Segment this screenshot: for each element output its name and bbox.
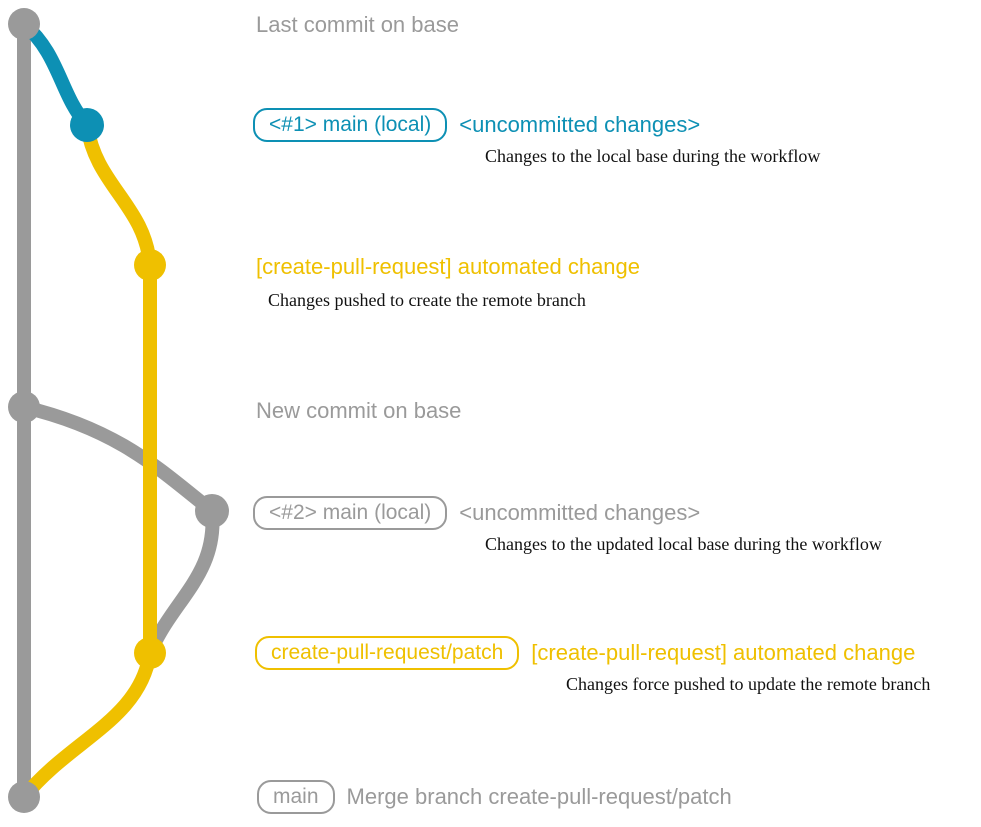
commit-subject-new-commit-on-base: New commit on base (256, 398, 462, 423)
commit-subject-local-main-1: <uncommitted changes> (459, 112, 701, 137)
commit-row-merge-commit: main Merge branch create-pull-request/pa… (257, 780, 732, 814)
commit-note-automated-change-2: Changes force pushed to update the remot… (566, 674, 931, 694)
commit-row-local-main-2: <#2> main (local) <uncommitted changes> (253, 496, 700, 530)
automated-change-2-node (134, 637, 166, 669)
commit-subject-automated-change-1: [create-pull-request] automated change (256, 254, 641, 279)
patch-merge-line (17, 646, 157, 804)
commit-subject-local-main-2: <uncommitted changes> (459, 500, 701, 525)
branch-pill-create-pull-request-patch[interactable]: create-pull-request/patch (255, 636, 520, 670)
commit-note-automated-change-1: Changes pushed to create the remote bran… (268, 290, 586, 310)
new-base-commit-node (8, 391, 40, 423)
local-main-2-node (195, 494, 229, 528)
commit-note-local-main-2: Changes to the updated local base during… (485, 534, 882, 554)
merge-commit-node (8, 781, 40, 813)
local-main-1-node (70, 108, 104, 142)
commit-row-automated-change-2: create-pull-request/patch [create-pull-r… (255, 636, 915, 670)
commit-row-local-main-1: <#1> main (local) <uncommitted changes> (253, 108, 700, 142)
automated-change-1-node (134, 249, 166, 281)
commit-note-local-main-1: Changes to the local base during the wor… (485, 146, 821, 166)
commit-subject-merge-commit: Merge branch create-pull-request/patch (346, 784, 732, 809)
branch-pill-local-main-1[interactable]: <#1> main (local) (253, 108, 448, 142)
commit-subject-last-commit-on-base: Last commit on base (256, 12, 459, 37)
commit-subject-automated-change-2: [create-pull-request] automated change (531, 640, 916, 665)
local-main-2-to-patch-line (143, 504, 220, 660)
base-to-local-main-2-line (17, 400, 219, 518)
branch-pill-main[interactable]: main (257, 780, 335, 814)
base-head-node (8, 8, 40, 40)
automated-change-1-line (80, 118, 157, 272)
branch-pill-local-main-2[interactable]: <#2> main (local) (253, 496, 448, 530)
